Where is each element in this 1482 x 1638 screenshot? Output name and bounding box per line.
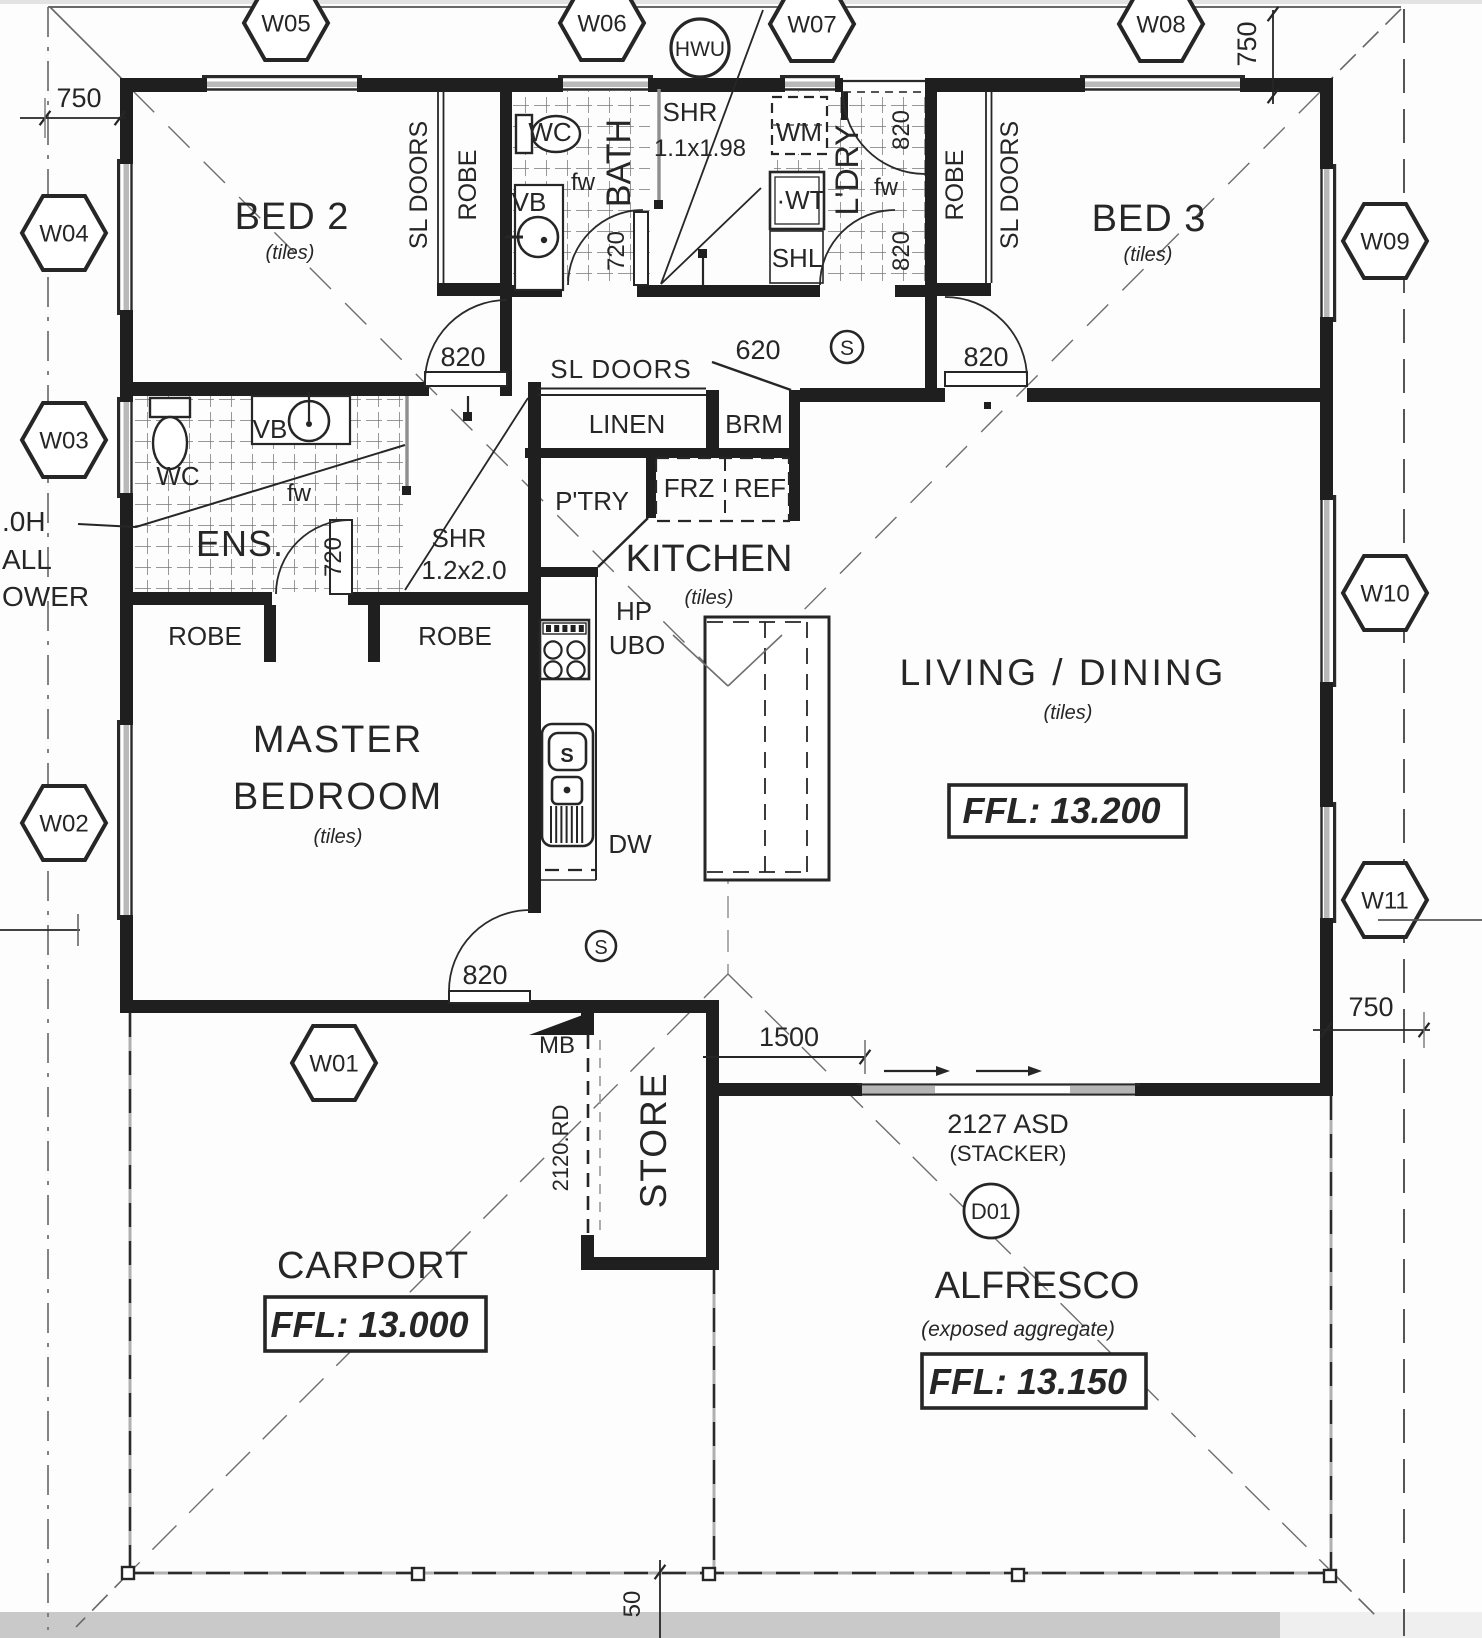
svg-text:ALL: ALL: [2, 544, 52, 575]
svg-text:STORE: STORE: [633, 1072, 674, 1209]
svg-text:750: 750: [1232, 21, 1262, 66]
svg-text:W05: W05: [261, 11, 310, 38]
svg-text:W02: W02: [39, 811, 88, 838]
svg-text:DW: DW: [608, 829, 652, 859]
svg-text:SHR: SHR: [432, 523, 487, 553]
svg-text:750: 750: [56, 83, 101, 113]
svg-text:ROBE: ROBE: [941, 150, 969, 221]
svg-text:820: 820: [440, 342, 485, 372]
svg-text:W07: W07: [787, 12, 836, 39]
svg-text:1.1x1.98: 1.1x1.98: [654, 135, 746, 162]
svg-text:750: 750: [1348, 992, 1393, 1022]
svg-text:D01: D01: [971, 1199, 1011, 1224]
svg-text:WM: WM: [776, 117, 822, 147]
svg-text:720: 720: [320, 537, 347, 577]
svg-text:MASTER: MASTER: [253, 719, 423, 761]
svg-text:REF: REF: [734, 473, 786, 503]
svg-text:ROBE: ROBE: [168, 621, 242, 651]
svg-text:W11: W11: [1361, 888, 1409, 915]
svg-text:WC: WC: [528, 117, 571, 147]
svg-text:S: S: [560, 745, 573, 767]
svg-text:W03: W03: [39, 428, 88, 455]
svg-text:S: S: [840, 337, 854, 360]
svg-text:WC: WC: [156, 461, 199, 491]
svg-text:W08: W08: [1136, 12, 1185, 39]
svg-text:P'TRY: P'TRY: [555, 486, 629, 516]
svg-text:1.2x2.0: 1.2x2.0: [421, 555, 506, 585]
svg-text:VB: VB: [512, 187, 547, 217]
svg-text:fw: fw: [287, 480, 312, 507]
svg-text:L'DRY: L'DRY: [829, 125, 865, 216]
svg-text:2127 ASD: 2127 ASD: [947, 1109, 1069, 1139]
svg-text:fw: fw: [571, 169, 596, 196]
svg-text:BED 3: BED 3: [1092, 198, 1207, 240]
svg-text:W09: W09: [1360, 229, 1409, 256]
svg-text:fw: fw: [874, 174, 899, 201]
svg-text:LIVING / DINING: LIVING / DINING: [900, 652, 1227, 693]
svg-text:820: 820: [963, 342, 1008, 372]
svg-text:(tiles): (tiles): [685, 587, 734, 609]
svg-text:SL DOORS: SL DOORS: [405, 121, 433, 249]
svg-text:620: 620: [735, 335, 780, 365]
svg-text:W06: W06: [577, 11, 626, 38]
svg-text:BATH: BATH: [600, 119, 638, 207]
svg-text:·WT: ·WT: [776, 185, 825, 215]
svg-text:BRM: BRM: [725, 409, 783, 439]
svg-text:OWER: OWER: [2, 581, 89, 612]
svg-text:(tiles): (tiles): [1124, 244, 1173, 266]
svg-text:SHL: SHL: [772, 243, 823, 273]
svg-text:W10: W10: [1360, 581, 1409, 608]
svg-text:SL DOORS: SL DOORS: [550, 354, 691, 384]
svg-text:SL DOORS: SL DOORS: [996, 121, 1024, 249]
svg-text:820: 820: [888, 231, 915, 271]
svg-text:UBO: UBO: [609, 630, 665, 660]
svg-text:ROBE: ROBE: [418, 621, 492, 651]
svg-text:50: 50: [619, 1591, 646, 1618]
svg-text:720: 720: [603, 231, 630, 271]
svg-text:2120.RD: 2120.RD: [548, 1105, 573, 1192]
svg-text:(tiles): (tiles): [1044, 702, 1093, 724]
svg-text:MB: MB: [539, 1032, 575, 1059]
svg-text:SHR: SHR: [663, 97, 718, 127]
svg-text:VB: VB: [253, 414, 288, 444]
svg-text:CARPORT: CARPORT: [277, 1245, 469, 1287]
svg-text:820: 820: [888, 110, 915, 150]
svg-text:W01: W01: [309, 1051, 358, 1078]
svg-text:(STACKER): (STACKER): [950, 1141, 1067, 1166]
svg-text:HP: HP: [616, 596, 652, 626]
svg-text:820: 820: [462, 960, 507, 990]
svg-text:ALFRESCO: ALFRESCO: [935, 1265, 1140, 1307]
svg-text:BED 2: BED 2: [235, 196, 350, 238]
svg-text:BEDROOM: BEDROOM: [233, 776, 443, 818]
svg-text:FFL: 13.200: FFL: 13.200: [962, 790, 1160, 831]
svg-text:HWU: HWU: [675, 38, 725, 61]
svg-text:ENS.: ENS.: [196, 523, 284, 564]
svg-text:(tiles): (tiles): [314, 826, 363, 848]
svg-text:W04: W04: [39, 221, 88, 248]
svg-text:FRZ: FRZ: [664, 473, 715, 503]
svg-text:1500: 1500: [759, 1022, 819, 1052]
svg-text:FFL: 13.000: FFL: 13.000: [270, 1304, 468, 1345]
svg-text:S: S: [594, 937, 607, 959]
svg-text:ROBE: ROBE: [454, 150, 482, 221]
svg-text:LINEN: LINEN: [589, 409, 666, 439]
svg-text:.0H: .0H: [2, 506, 46, 537]
svg-text:(exposed aggregate): (exposed aggregate): [921, 1318, 1115, 1341]
svg-text:KITCHEN: KITCHEN: [626, 538, 793, 580]
svg-text:(tiles): (tiles): [266, 242, 315, 264]
svg-text:FFL: 13.150: FFL: 13.150: [929, 1361, 1127, 1402]
